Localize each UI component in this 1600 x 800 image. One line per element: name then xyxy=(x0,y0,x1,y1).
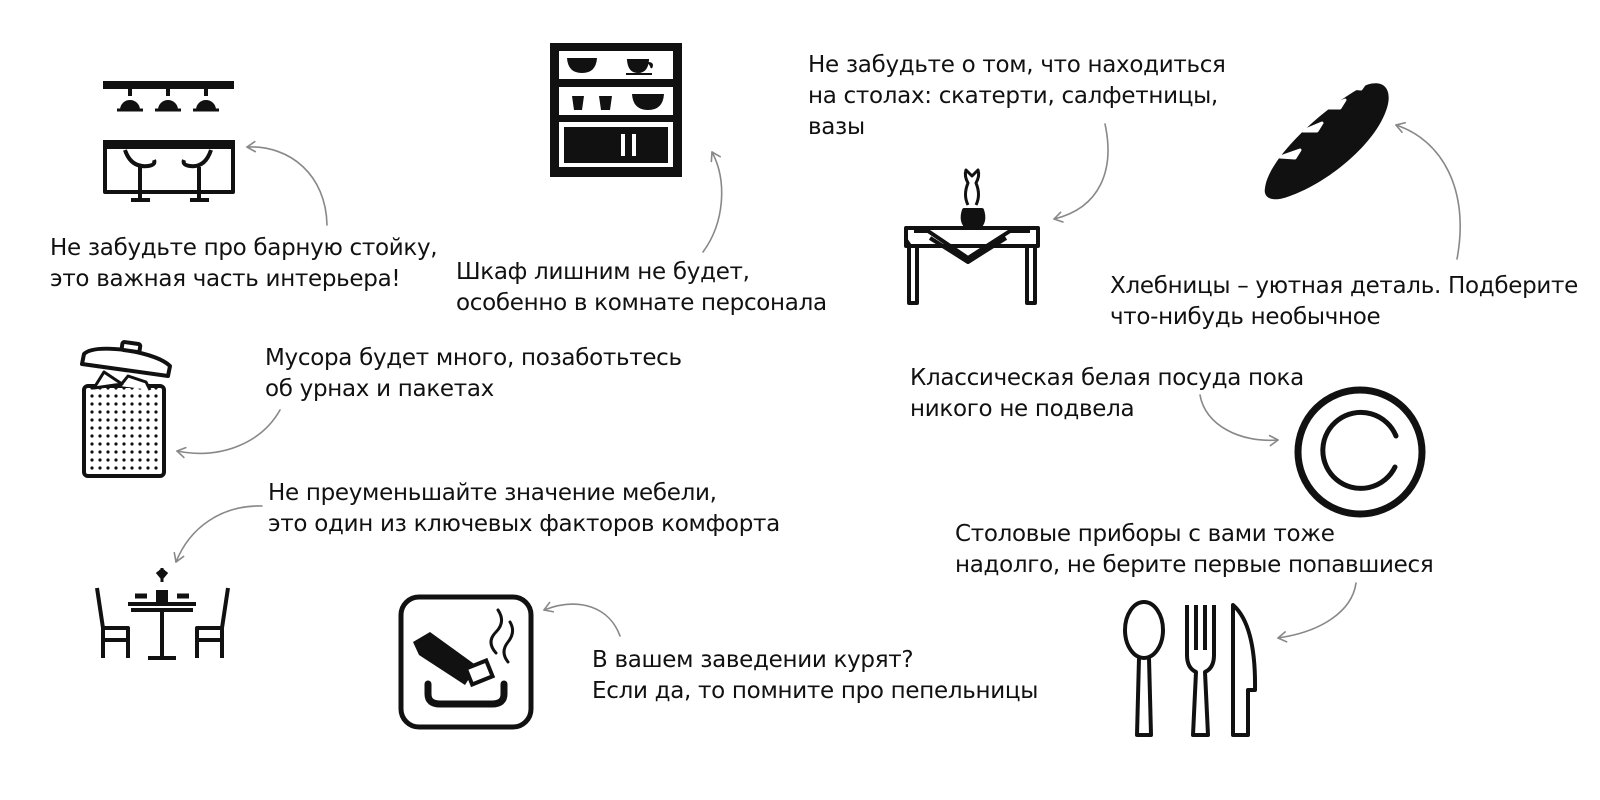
caption-line: Не забудьте про барную стойку, xyxy=(50,235,438,261)
caption-ashtray: В вашем заведении курят? Если да, то пом… xyxy=(592,645,1038,707)
caption-line: об урнах и пакетах xyxy=(265,376,494,402)
arrow-bread xyxy=(1395,121,1461,260)
arrows xyxy=(173,121,1461,643)
caption-trash: Мусора будет много, позаботьтесь об урна… xyxy=(265,343,682,405)
arrow-shelf xyxy=(702,151,723,253)
bar-counter-icon xyxy=(103,81,235,202)
cutlery-icon xyxy=(1123,600,1258,737)
caption-bread: Хлебницы – уютная деталь. Подберите что-… xyxy=(1110,271,1578,333)
caption-line: это важная часть интерьера! xyxy=(50,266,401,292)
cupboard-icon xyxy=(550,43,682,177)
caption-line: Не забудьте о том, что находиться xyxy=(808,52,1226,78)
caption-line: Не преуменьшайте значение мебели, xyxy=(268,480,717,506)
caption-line: на столах: скатерти, салфетницы, xyxy=(808,83,1218,109)
caption-line: надолго, не берите первые попавшиеся xyxy=(955,552,1434,578)
caption-plates: Классическая белая посуда пока никого не… xyxy=(910,363,1304,425)
arrow-ashtray xyxy=(543,601,621,637)
table-vase-icon xyxy=(904,168,1040,305)
arrow-plate xyxy=(1199,394,1279,447)
plate-icon xyxy=(1294,386,1426,518)
caption-line: это один из ключевых факторов комфорта xyxy=(268,511,780,537)
caption-line: никого не подвела xyxy=(910,396,1135,422)
caption-shelf: Шкаф лишним не будет, особенно в комнате… xyxy=(456,257,827,319)
caption-bar-counter: Не забудьте про барную стойку, это важна… xyxy=(50,233,438,295)
arrow-cutlery xyxy=(1277,582,1357,643)
caption-line: Если да, то помните про пепельницы xyxy=(592,678,1039,704)
trash-bin-icon xyxy=(80,340,172,478)
dining-furniture-icon xyxy=(95,568,230,660)
caption-table-setting: Не забудьте о том, что находиться на сто… xyxy=(808,50,1226,143)
caption-line: особенно в комнате персонала xyxy=(456,290,827,316)
arrow-trash xyxy=(176,409,281,459)
arrow-table xyxy=(1053,123,1109,223)
caption-line: Хлебницы – уютная деталь. Подберите xyxy=(1110,273,1578,299)
caption-line: Столовые приборы с вами тоже xyxy=(955,521,1335,547)
ashtray-icon xyxy=(398,594,534,730)
caption-line: Классическая белая посуда пока xyxy=(910,365,1304,391)
caption-line: В вашем заведении курят? xyxy=(592,647,914,673)
caption-line: Мусора будет много, позаботьтесь xyxy=(265,345,682,371)
arrow-bar xyxy=(246,140,328,226)
arrow-furniture xyxy=(173,505,263,563)
caption-cutlery: Столовые приборы с вами тоже надолго, не… xyxy=(955,519,1434,581)
bread-icon xyxy=(1264,80,1389,200)
caption-line: вазы xyxy=(808,114,865,140)
caption-line: что-нибудь необычное xyxy=(1110,304,1381,330)
caption-furniture: Не преуменьшайте значение мебели, это од… xyxy=(268,478,780,540)
caption-line: Шкаф лишним не будет, xyxy=(456,259,750,285)
